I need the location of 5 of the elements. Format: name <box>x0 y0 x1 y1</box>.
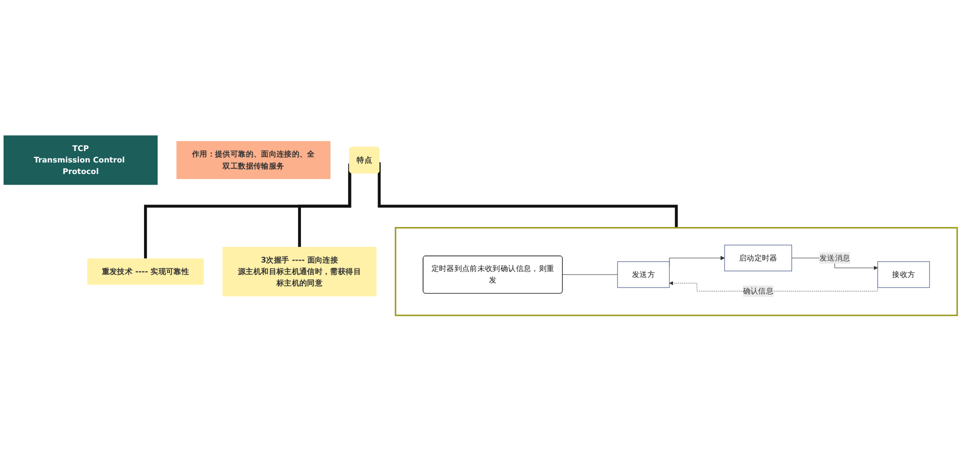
connector <box>378 162 678 230</box>
connector <box>144 163 352 260</box>
connector <box>562 274 618 276</box>
connector <box>298 170 352 249</box>
cluster <box>394 227 958 316</box>
